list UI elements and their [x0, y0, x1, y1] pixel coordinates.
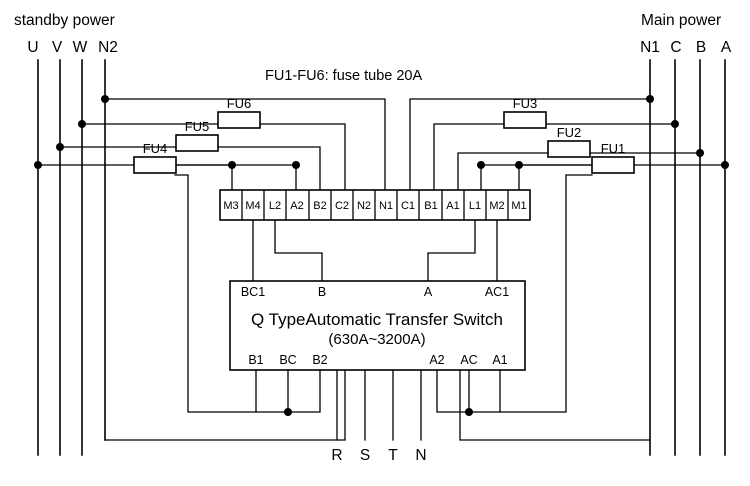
- fuse-label-fu2: FU2: [557, 125, 582, 140]
- link-right-return: [459, 369, 651, 441]
- device-port-a1: A1: [492, 353, 507, 367]
- rail-label-v: V: [52, 39, 63, 56]
- feed-line-m1: [518, 164, 593, 191]
- fuse-label-fu5: FU5: [185, 119, 210, 134]
- junction-dot-a2: [292, 161, 300, 169]
- junction-dot-m3: [228, 161, 236, 169]
- junction-dot-w-top: [78, 120, 86, 128]
- ats-device-body: [229, 280, 526, 371]
- feed-line-v-right: [215, 146, 321, 191]
- junction-dot-a1: [477, 161, 485, 169]
- output-label-r: R: [331, 447, 342, 464]
- rail-label-c: C: [670, 39, 681, 56]
- device-port-bc1: BC1: [241, 285, 265, 299]
- link-a1-return: [499, 174, 593, 413]
- device-name-line1: Q TypeAutomatic Transfer Switch: [251, 310, 503, 329]
- rail-label-n1: N1: [640, 39, 660, 56]
- junction-dot-c-top: [671, 120, 679, 128]
- device-port-ac1: AC1: [485, 285, 509, 299]
- junction-dot-bc: [284, 408, 292, 416]
- terminal-label-a1: A1: [446, 200, 459, 212]
- link-b1-return: [174, 174, 257, 413]
- fuse-body-fu2: [547, 140, 591, 158]
- junction-dot-b-top: [696, 149, 704, 157]
- feed-line-u-right: [174, 164, 297, 191]
- junction-dot-ac: [465, 408, 473, 416]
- device-port-b2: B2: [312, 353, 327, 367]
- terminal-label-n1: N1: [379, 200, 393, 212]
- junction-dot-m1: [515, 161, 523, 169]
- output-label-n: N: [415, 447, 426, 464]
- terminal-label-m3: M3: [223, 200, 238, 212]
- terminal-label-l2: L2: [269, 200, 281, 212]
- standby-power-title: standby power: [14, 12, 115, 29]
- output-label-s: S: [360, 447, 370, 464]
- terminal-label-c1: C1: [401, 200, 415, 212]
- fuse-body-fu6: [217, 111, 261, 129]
- terminal-label-m2: M2: [489, 200, 504, 212]
- fuse-label-fu4: FU4: [143, 141, 168, 156]
- device-port-a2: A2: [429, 353, 444, 367]
- rail-label-b: B: [696, 39, 706, 56]
- device-port-bc: BC: [279, 353, 296, 367]
- terminal-block: M3 M4 L2 A2 B2 C2 N2 N1 C1 B1 A1 L1 M2 M…: [219, 189, 531, 221]
- output-label-t: T: [388, 447, 398, 464]
- device-port-b1: B1: [248, 353, 263, 367]
- terminal-label-m1: M1: [511, 200, 526, 212]
- device-port-b: B: [318, 285, 326, 299]
- feed-line-m3: [174, 164, 233, 191]
- fuse-label-fu3: FU3: [513, 96, 538, 111]
- rail-label-u: U: [27, 39, 38, 56]
- feed-line-a-left: [480, 164, 593, 191]
- terminal-label-l1: L1: [469, 200, 481, 212]
- feed-line-w-right: [257, 123, 346, 191]
- fuse-body-fu1: [591, 156, 635, 174]
- link-l2-to-b: [274, 219, 323, 282]
- fuse-body-fu3: [503, 111, 547, 129]
- fuse-label-fu1: FU1: [601, 141, 626, 156]
- link-b2-to-bc: [255, 369, 321, 413]
- device-port-a: A: [424, 285, 433, 299]
- junction-dot-v-top: [56, 143, 64, 151]
- terminal-label-m4: M4: [245, 200, 260, 212]
- terminal-label-c2: C2: [335, 200, 349, 212]
- fuse-note: FU1-FU6: fuse tube 20A: [265, 68, 422, 84]
- main-power-title: Main power: [641, 12, 721, 29]
- rail-label-n2: N2: [98, 39, 118, 56]
- fuse-body-fu5: [175, 134, 219, 152]
- rail-label-a: A: [721, 39, 732, 56]
- junction-dot-n1-top: [646, 95, 654, 103]
- link-l1-to-a: [427, 219, 476, 282]
- link-n-output-left-return: [104, 369, 346, 441]
- feed-line-b-left: [457, 152, 549, 191]
- feed-line-n1: [409, 98, 651, 191]
- fuse-body-fu4: [133, 156, 177, 174]
- terminal-label-b2: B2: [313, 200, 326, 212]
- terminal-label-n2: N2: [357, 200, 371, 212]
- feed-line-n2: [104, 98, 386, 191]
- junction-dot-u-top: [34, 161, 42, 169]
- link-a2-to-ac: [436, 369, 501, 413]
- fuse-label-fu6: FU6: [227, 96, 252, 111]
- junction-dot-a-top: [721, 161, 729, 169]
- rail-label-w: W: [73, 39, 88, 56]
- terminal-label-b1: B1: [424, 200, 437, 212]
- terminal-label-a2: A2: [290, 200, 303, 212]
- junction-dot-n2-top: [101, 95, 109, 103]
- device-name-line2: (630A~3200A): [328, 331, 425, 348]
- feed-line-c-left: [433, 123, 505, 191]
- device-port-ac: AC: [460, 353, 477, 367]
